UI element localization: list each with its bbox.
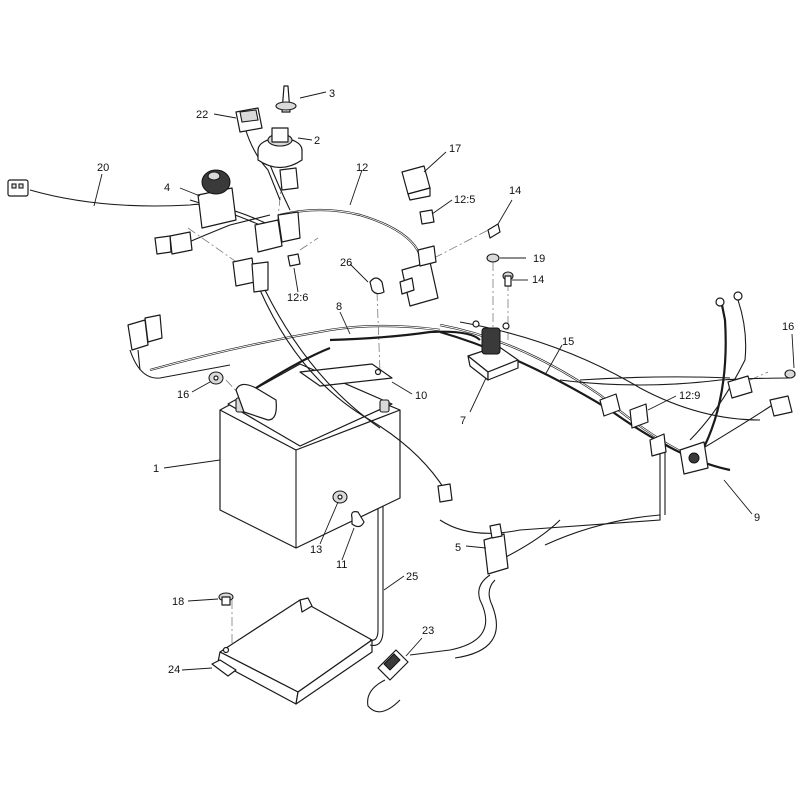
callout-12-6: 12:6 [287, 292, 308, 304]
callout-23: 23 [422, 625, 434, 637]
relay [401, 165, 431, 201]
fuse-12-5 [419, 209, 435, 225]
callout-9: 9 [754, 512, 760, 524]
ignition-connectors [254, 167, 301, 253]
callout-8: 8 [336, 301, 342, 313]
ring-terminals [715, 291, 796, 378]
hold-down-bar [299, 363, 393, 387]
key [275, 85, 297, 113]
callout-4: 4 [164, 182, 170, 194]
bolt-18 [218, 592, 234, 606]
callout-14-upper: 14 [509, 185, 521, 197]
callout-19: 19 [533, 253, 545, 265]
harness-connectors-left [154, 231, 269, 293]
connector-near-5 [437, 483, 453, 503]
leader-lines [93, 91, 795, 671]
callout-2: 2 [314, 135, 320, 147]
callout-22: 22 [196, 109, 208, 121]
part-22 [235, 107, 263, 133]
battery-tray [211, 597, 373, 705]
callout-3: 3 [329, 88, 335, 100]
hold-down-rod [369, 470, 384, 647]
washer-16-battery [208, 371, 224, 385]
grommet-16-right [784, 369, 796, 379]
switch-5 [483, 523, 509, 575]
callout-17: 17 [449, 143, 461, 155]
callout-24: 24 [168, 664, 180, 676]
washer-19 [486, 253, 500, 263]
callout-20: 20 [97, 162, 109, 174]
battery-cable-boot [235, 346, 331, 421]
fuse-block [399, 245, 439, 307]
callout-11: 11 [336, 559, 347, 571]
callout-16-left: 16 [177, 389, 189, 401]
callout-labels: 1 2 3 4 5 7 8 9 10 11 12 12:5 12:6 12:9 … [97, 88, 794, 676]
seat-switch-connector [127, 314, 163, 371]
callout-12-5: 12:5 [454, 194, 475, 206]
callout-25: 25 [406, 571, 418, 583]
screw-14-upper [487, 223, 501, 239]
bolt-11 [351, 511, 365, 528]
callout-13: 13 [310, 544, 322, 556]
callout-15: 15 [562, 336, 574, 348]
washer-13 [332, 490, 348, 504]
screw-14-lower [502, 271, 514, 287]
harness-connectors-right [599, 375, 793, 475]
fuse-holder [377, 649, 409, 681]
clip-26 [369, 277, 385, 295]
callout-26: 26 [340, 257, 352, 269]
callout-14-lower: 14 [532, 274, 544, 286]
pto-switch [197, 169, 237, 229]
callout-5: 5 [455, 542, 461, 554]
connector-20-end [7, 179, 29, 197]
callout-1: 1 [153, 463, 159, 475]
callout-16-right: 16 [782, 321, 794, 333]
ignition-switch [257, 127, 303, 169]
callout-12-9: 12:9 [679, 390, 700, 402]
callout-10: 10 [415, 390, 427, 402]
starter-solenoid [467, 320, 519, 381]
callout-7: 7 [460, 415, 466, 427]
main-harness [29, 119, 791, 713]
callout-18: 18 [172, 596, 184, 608]
fuse-12-6 [287, 253, 301, 267]
callout-12: 12 [356, 162, 368, 174]
